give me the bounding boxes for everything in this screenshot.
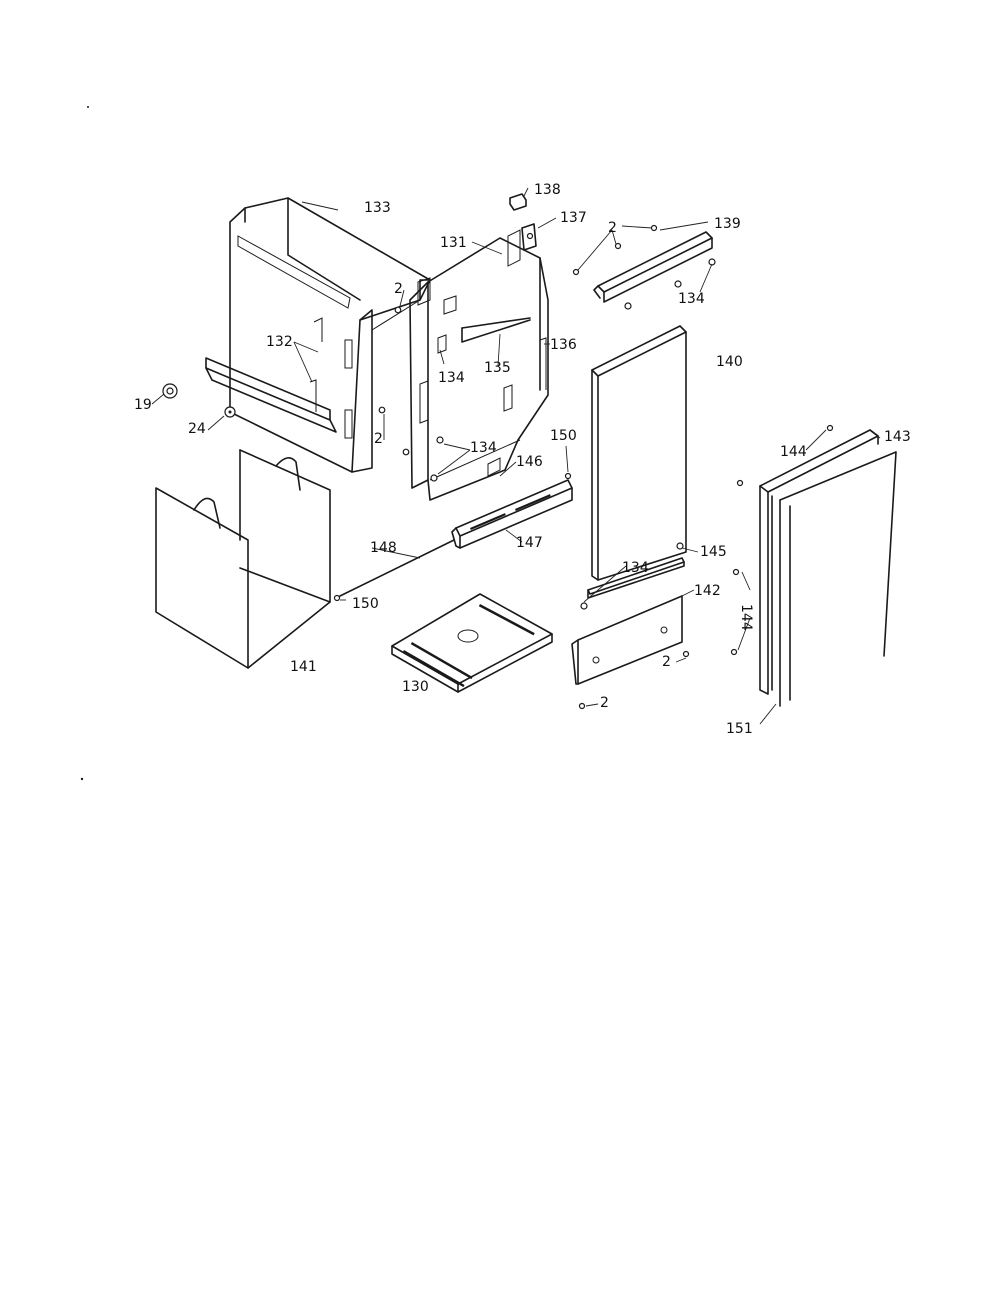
top-bracket-part: [593, 231, 713, 303]
label-2-bracket: 2: [608, 220, 617, 236]
label-148: 148: [370, 540, 397, 556]
side-rail-part: [205, 357, 337, 433]
label-144-top: 144: [780, 444, 807, 460]
speck: [87, 106, 89, 108]
label-151: 151: [726, 721, 753, 737]
label-131: 131: [440, 235, 467, 251]
label-133: 133: [364, 200, 391, 216]
label-134-lower: 134: [470, 440, 497, 456]
slotted-bracket-part: [451, 479, 573, 549]
label-135: 135: [484, 360, 511, 376]
knob-part: [162, 383, 178, 399]
rear-panel-part: [409, 229, 549, 501]
part-labels: 138 137 133 131 139 2 2 134 132 136 134 …: [134, 182, 911, 737]
label-2-rear: 2: [394, 281, 403, 297]
kick-plate-part: [571, 595, 683, 685]
label-137: 137: [560, 210, 587, 226]
label-136: 136: [550, 337, 577, 353]
door-strip-part: [587, 557, 685, 599]
front-shield-part: [155, 449, 331, 669]
label-150-top: 150: [550, 428, 577, 444]
label-142: 142: [694, 583, 721, 599]
label-134-panel: 134: [438, 370, 465, 386]
label-138: 138: [534, 182, 561, 198]
door-panel-part: [591, 325, 687, 581]
speck: [80, 777, 84, 781]
rod-part: [333, 539, 455, 602]
label-130: 130: [402, 679, 429, 695]
label-24: 24: [188, 421, 206, 437]
label-2-left: 2: [374, 431, 383, 447]
cabinet-wrapper-part: [229, 197, 431, 473]
door-glass-part: [779, 451, 897, 707]
label-146: 146: [516, 454, 543, 470]
label-132: 132: [266, 334, 293, 350]
label-139: 139: [714, 216, 741, 232]
label-143: 143: [884, 429, 911, 445]
label-2-plate: 2: [662, 654, 671, 670]
label-134-strip: 134: [622, 560, 649, 576]
nut-part: [224, 406, 236, 418]
label-19: 19: [134, 397, 152, 413]
label-140: 140: [716, 354, 743, 370]
label-144-side: 144: [738, 604, 754, 631]
clip-part: [521, 223, 537, 251]
label-150-bottom: 150: [352, 596, 379, 612]
leader-lines: [151, 187, 881, 725]
cap-part: [509, 193, 527, 211]
label-147: 147: [516, 535, 543, 551]
label-2-bottom: 2: [600, 695, 609, 711]
screw-set: [378, 224, 834, 710]
base-tray-part: [391, 593, 553, 693]
door-frame-part: [759, 429, 879, 695]
label-145: 145: [700, 544, 727, 560]
label-134-bracket: 134: [678, 291, 705, 307]
label-141: 141: [290, 659, 317, 675]
